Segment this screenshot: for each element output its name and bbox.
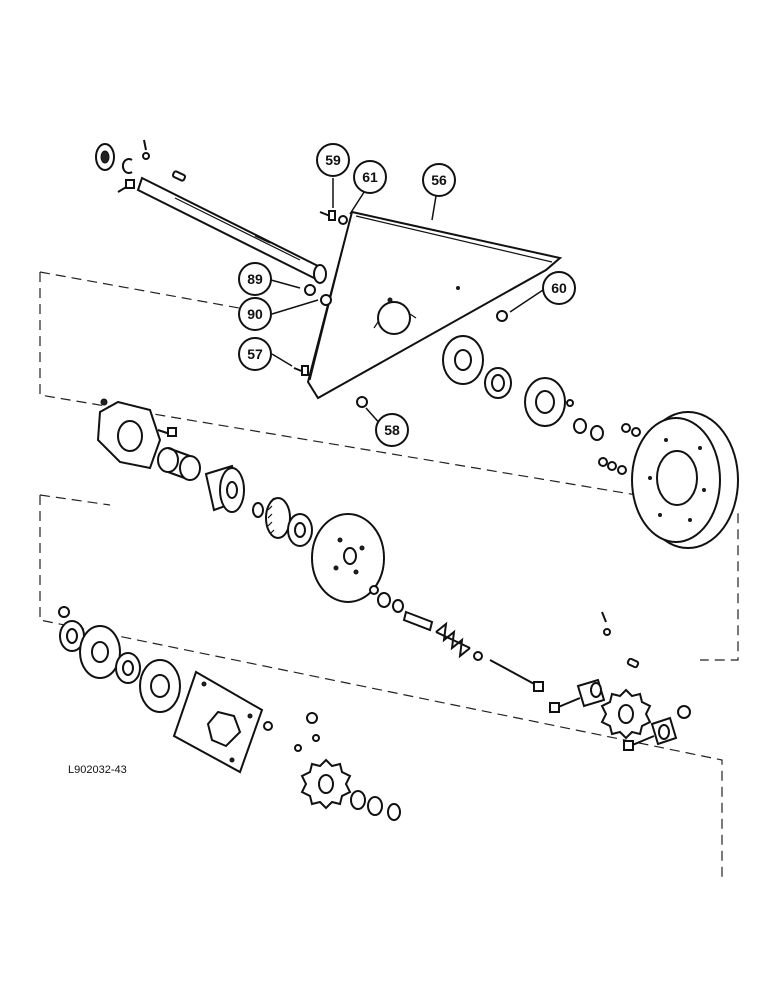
bearing-flange-upper-2 [524,377,566,427]
tensioner-bolt-lower [623,735,655,751]
callout-60: 60 [542,271,576,305]
bolt-57 [293,365,309,376]
sprocket-lower [300,758,352,810]
upper-group-outline [39,272,739,661]
svg-text:58: 58 [384,422,400,438]
bearing-lower-mid [115,652,141,684]
triangular-mounting-plate [306,210,563,400]
hub-spindle [204,464,245,513]
washer-90 [320,294,332,306]
compression-spring [435,621,471,659]
long-bolt [489,659,544,692]
hub-flange [96,398,162,470]
small-bolt [117,179,135,193]
snap-ring [121,158,133,174]
sprocket-right [600,688,652,740]
shaft-end-collar [95,143,115,171]
large-pulley [631,411,739,549]
spring-pin [402,610,434,632]
small-roll-pin [626,657,640,669]
lower-washers [350,790,401,821]
nut-60 [496,310,508,322]
figure-id: L902032-43 [68,764,127,776]
ratchet-clutch [265,497,313,547]
pulley-nuts [598,423,641,475]
bearing-flange-lower-2 [139,659,181,713]
nut-89 [304,284,316,296]
washer-61 [338,215,348,225]
lower-group-outline [39,495,723,880]
hub-washer [252,502,264,518]
svg-text:61: 61 [362,169,378,185]
disc-plate [311,513,385,603]
bearing-upper [484,367,512,399]
svg-text:56: 56 [431,172,447,188]
tensioner-bolt-upper [549,697,581,713]
nut-58 [356,396,368,408]
key [171,170,187,182]
lower-group-outline-top [39,494,111,506]
tensioner-block-upper [576,678,606,708]
svg-text:57: 57 [247,346,263,362]
spring-washer [473,651,483,661]
svg-text:59: 59 [325,152,341,168]
svg-text:60: 60 [551,280,567,296]
spring-shaft-washers [369,585,404,613]
drive-shaft [136,176,327,284]
pin-lower [294,712,320,752]
callout-57: 57 [238,337,272,371]
callout-59: 59 [316,143,350,177]
nut-right [677,705,691,719]
callout-56: 56 [422,163,456,197]
bolt-59 [319,210,336,221]
tensioner-block-lower [650,716,678,746]
bearing-flange-upper [442,335,484,385]
hub-bolt [157,427,177,437]
callout-89: 89 [238,262,272,296]
bearing-flange-lower [79,625,121,679]
spacer-bushing [157,447,201,481]
roll-pin [142,139,150,160]
upper-group-outline-top [39,271,251,311]
washers-upper [566,399,604,441]
callout-61: 61 [353,160,387,194]
svg-text:89: 89 [247,271,263,287]
pin-top [601,611,611,636]
callout-90: 90 [238,297,272,331]
callout-58: 58 [375,413,409,447]
small-nut-lower [58,606,70,618]
square-mounting-plate [172,670,264,774]
svg-text:90: 90 [247,306,263,322]
plate-nut [263,721,273,731]
